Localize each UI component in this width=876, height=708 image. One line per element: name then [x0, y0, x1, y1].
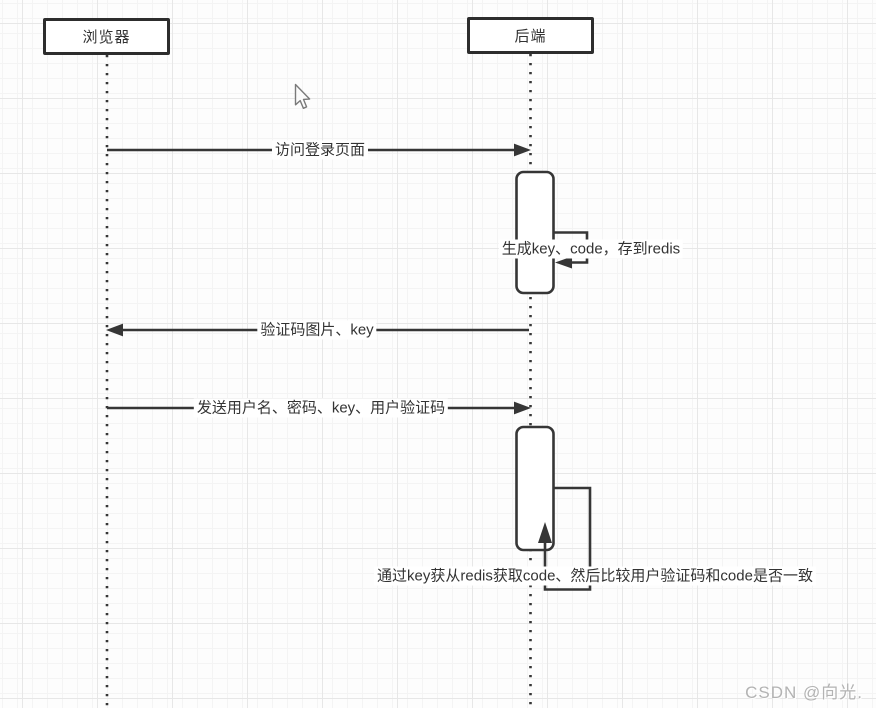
message-label-return-captcha[interactable]: 验证码图片、key [257, 320, 377, 340]
csdn-watermark: CSDN @向光. [745, 683, 863, 702]
message-label-submit-form[interactable]: 发送用户名、密码、key、用户验证码 [193, 398, 449, 418]
message-label-verify[interactable]: 通过key获从redis获取code、然后比较用户验证码和code是否一致 [374, 566, 816, 586]
activation-bar-1[interactable] [515, 170, 555, 295]
actor-browser[interactable]: 浏览器 [43, 18, 170, 55]
actor-backend[interactable]: 后端 [467, 17, 594, 54]
message-label-generate[interactable]: 生成key、code，存到redis [498, 239, 684, 259]
mouse-cursor-icon [294, 83, 311, 110]
message-label-visit-login[interactable]: 访问登录页面 [271, 140, 369, 160]
